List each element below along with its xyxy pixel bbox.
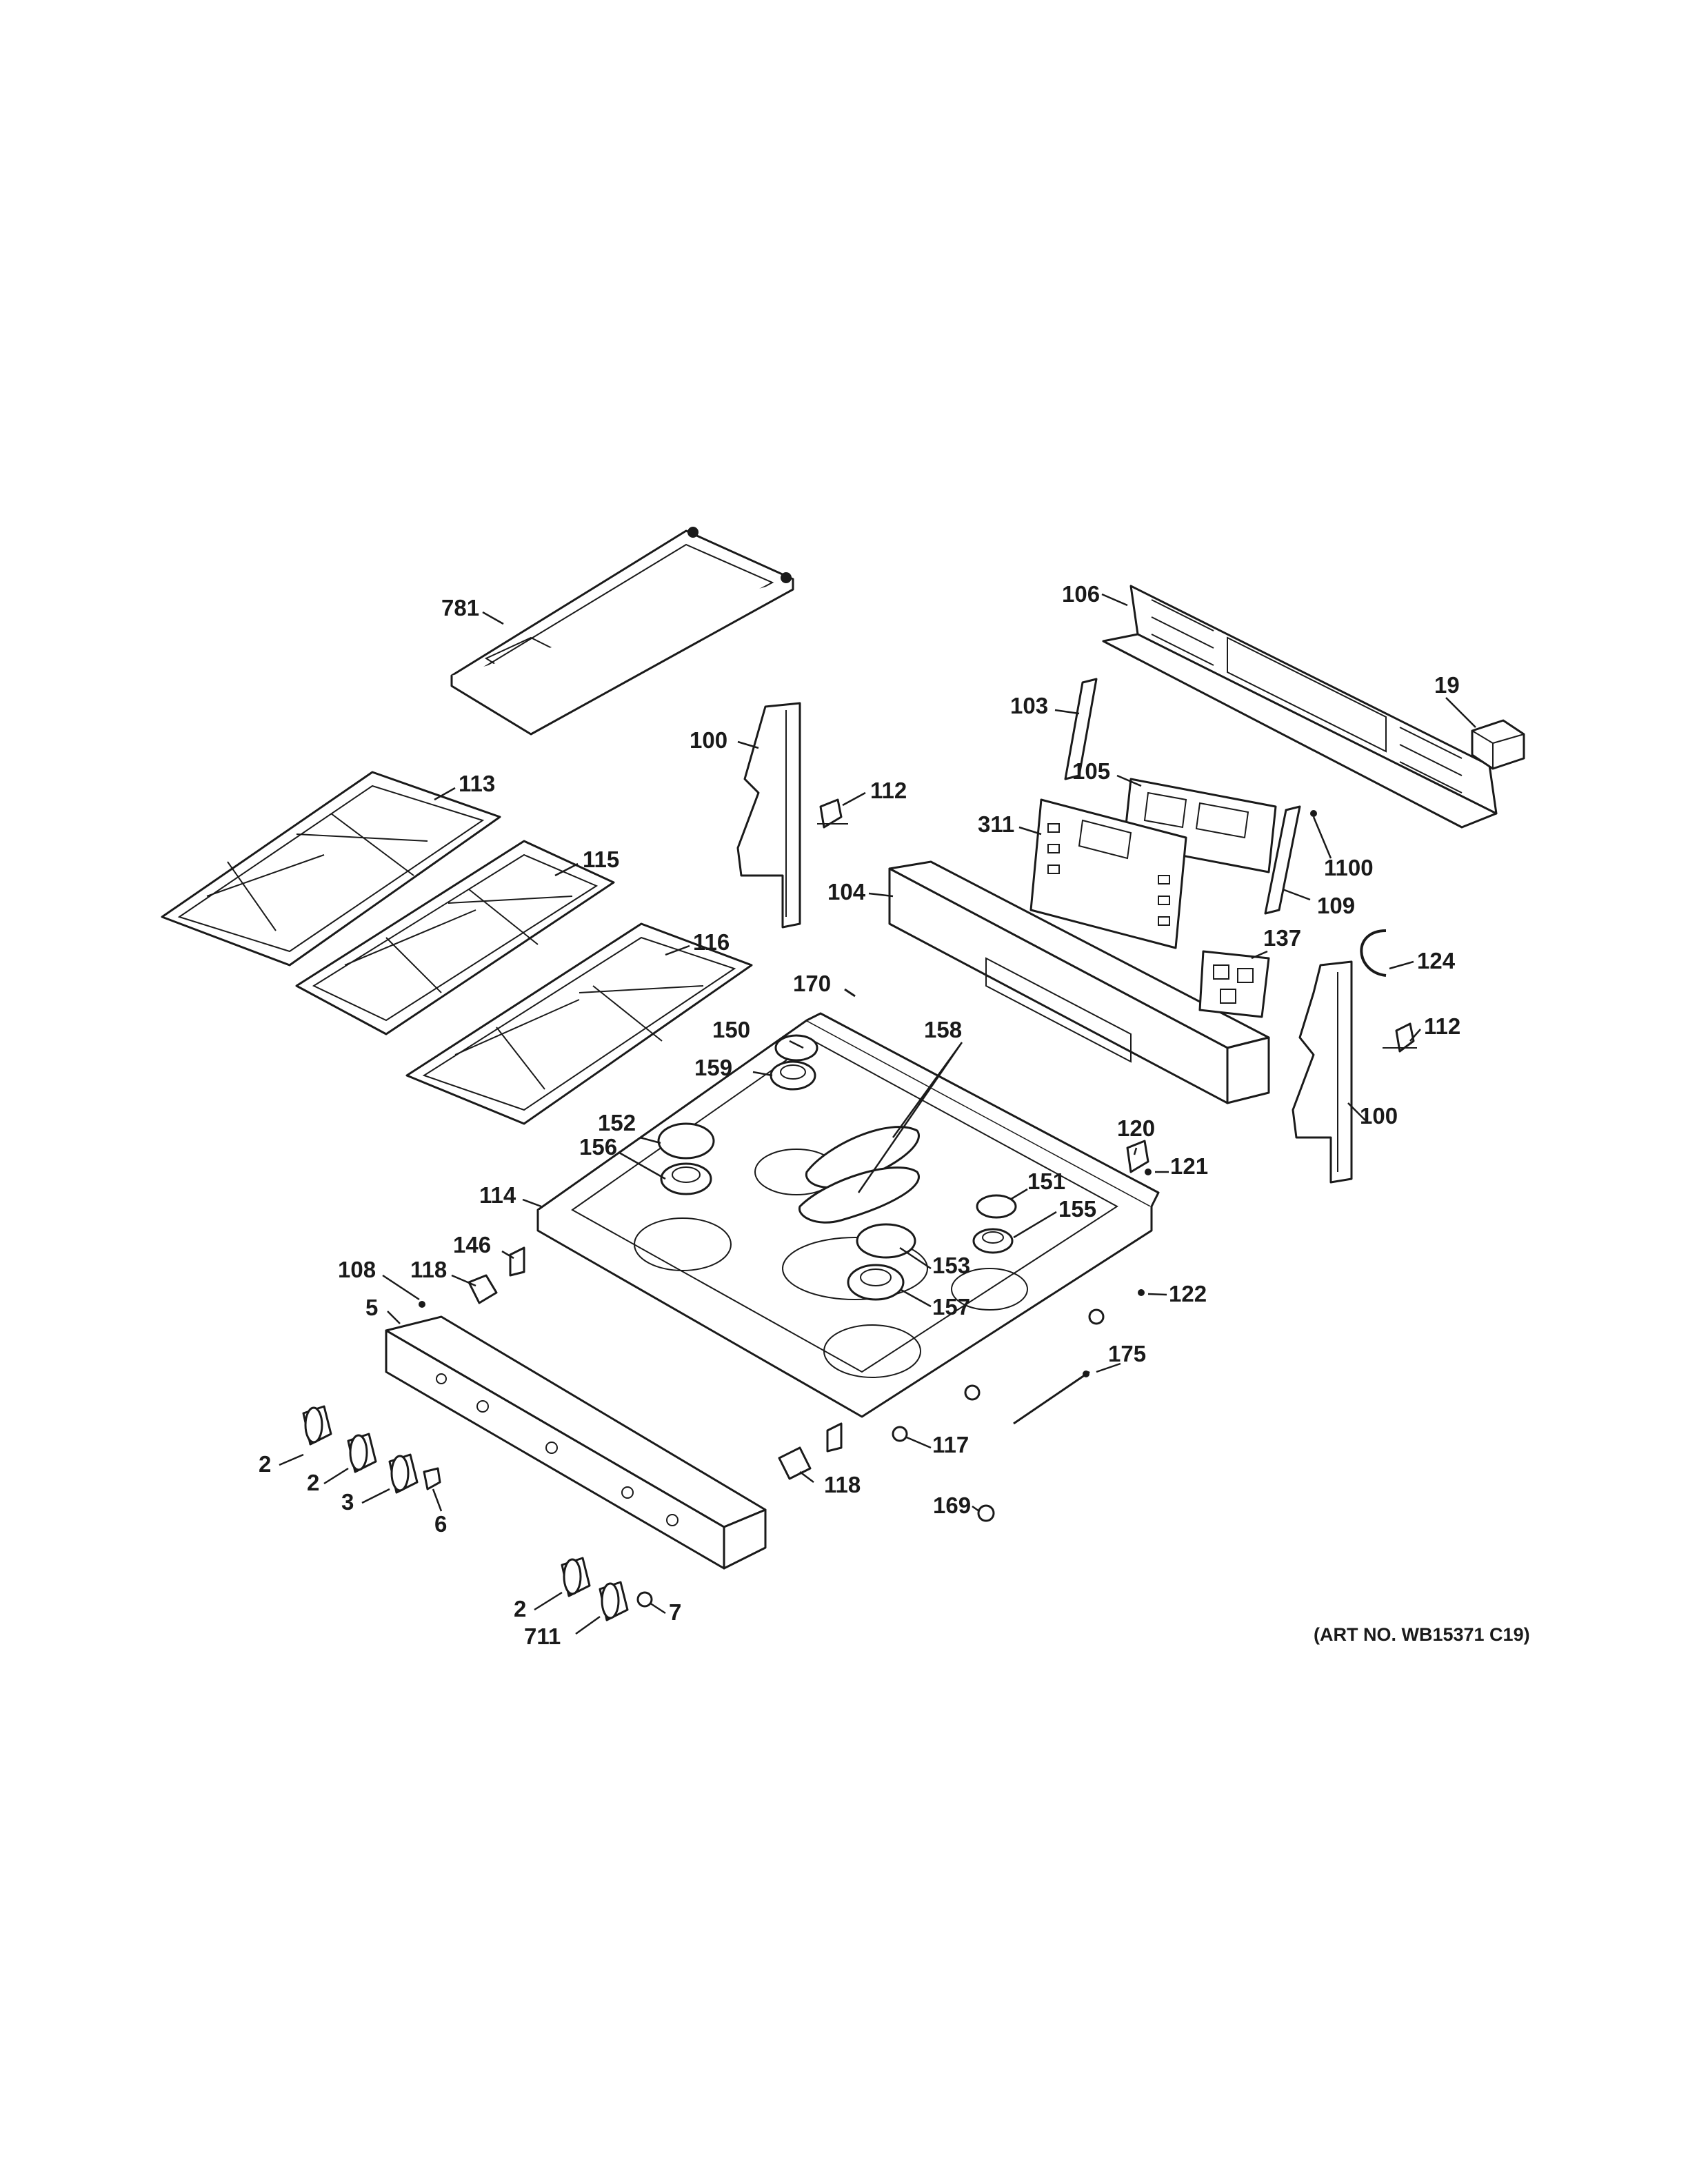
callout-124: 124 <box>1417 948 1456 973</box>
foot-117 <box>892 1308 1105 1442</box>
burner-head-159 <box>770 1060 816 1091</box>
clip-112-upper <box>817 798 848 829</box>
callout-19: 19 <box>1434 672 1460 698</box>
callout-113: 113 <box>459 771 495 796</box>
callout-120: 120 <box>1117 1115 1155 1141</box>
callout-106: 106 <box>1062 581 1100 607</box>
control-panel <box>888 860 1270 1104</box>
part-19 <box>1471 719 1525 770</box>
callout-100-right: 100 <box>1360 1103 1398 1129</box>
keypad <box>1029 798 1187 949</box>
callout-103: 103 <box>1010 693 1048 718</box>
knob-711 <box>599 1581 629 1621</box>
callout-116: 116 <box>693 929 730 955</box>
rod-175 <box>1013 1371 1090 1425</box>
pin-108 <box>419 1301 425 1308</box>
callout-170: 170 <box>793 971 831 996</box>
callout-5: 5 <box>365 1295 378 1320</box>
burner-cap-150 <box>774 1034 818 1062</box>
callout-1100: 1100 <box>1324 855 1374 880</box>
griddle <box>450 527 794 736</box>
manifold-panel <box>385 1315 767 1570</box>
callout-781: 781 <box>441 595 479 620</box>
screw-122 <box>1138 1289 1145 1296</box>
callout-112-upper: 112 <box>870 778 907 803</box>
knob-2-b <box>347 1433 377 1473</box>
callout-114: 114 <box>479 1182 516 1208</box>
grate-116 <box>405 922 753 1125</box>
callout-137: 137 <box>1263 925 1301 951</box>
side-trim-left <box>736 702 801 929</box>
knob-3 <box>388 1453 419 1494</box>
grate-113 <box>161 771 501 967</box>
callout-155: 155 <box>1058 1196 1096 1222</box>
clip-112-lower <box>1383 1022 1417 1053</box>
callout-115: 115 <box>583 847 619 872</box>
knob-2-c <box>561 1557 591 1597</box>
wire-harness <box>1360 929 1387 977</box>
screw-170 <box>844 988 856 998</box>
burner-cap-151 <box>976 1194 1017 1219</box>
part-7 <box>636 1591 653 1608</box>
callout-122: 122 <box>1169 1281 1207 1306</box>
callout-159: 159 <box>694 1055 732 1080</box>
side-trim-right <box>1292 960 1353 1184</box>
callout-118-left: 118 <box>410 1257 447 1282</box>
callout-150: 150 <box>712 1017 750 1042</box>
callout-7: 7 <box>669 1599 681 1625</box>
callout-labels: 781 106 19 103 105 100 113 112 311 1100 … <box>259 581 1530 1649</box>
callout-169: 169 <box>933 1493 971 1518</box>
callout-146: 146 <box>453 1232 491 1257</box>
callout-156: 156 <box>579 1134 617 1160</box>
leader-lines <box>279 593 1476 1635</box>
callout-158: 158 <box>924 1017 962 1042</box>
callout-152: 152 <box>598 1110 636 1135</box>
callout-151: 151 <box>1027 1169 1065 1194</box>
burner-head-157 <box>847 1264 905 1301</box>
callout-157: 157 <box>932 1294 970 1320</box>
callout-121: 121 <box>1170 1153 1208 1179</box>
callout-6: 6 <box>434 1511 447 1537</box>
callout-100-left: 100 <box>690 727 727 753</box>
callout-711: 711 <box>524 1624 561 1649</box>
callout-2-b: 2 <box>307 1470 319 1495</box>
bracket-103 <box>1064 678 1098 780</box>
part-169 <box>977 1504 995 1522</box>
clip-6 <box>423 1467 441 1490</box>
bracket-109 <box>1264 805 1317 915</box>
clip-118-left <box>468 1274 498 1304</box>
callout-175: 175 <box>1108 1341 1146 1366</box>
callout-3: 3 <box>341 1489 354 1515</box>
oval-burner-158 <box>798 1126 920 1224</box>
callout-153: 153 <box>932 1253 970 1278</box>
callout-112-lower: 112 <box>1424 1013 1460 1039</box>
bracket-120 <box>1126 1140 1149 1173</box>
callout-2-c: 2 <box>514 1596 526 1621</box>
relay-board <box>1198 950 1270 1018</box>
callout-2-a: 2 <box>259 1451 271 1477</box>
callout-118-right: 118 <box>824 1472 861 1497</box>
callout-311: 311 <box>978 811 1014 837</box>
backguard-vent <box>1102 585 1498 829</box>
burner-head-155 <box>972 1228 1014 1254</box>
grate-115 <box>295 840 615 1035</box>
callout-105: 105 <box>1072 758 1110 784</box>
clip-146 <box>509 1246 525 1277</box>
knob-2-a <box>302 1405 332 1446</box>
clip-118-right <box>778 1422 843 1480</box>
callout-108: 108 <box>338 1257 376 1282</box>
burner-cap-152 <box>657 1122 715 1160</box>
callout-104: 104 <box>827 879 866 904</box>
screw-121 <box>1145 1169 1152 1175</box>
callout-109: 109 <box>1317 893 1355 918</box>
callout-117: 117 <box>932 1432 969 1457</box>
art-number: (ART NO. WB15371 C19) <box>1314 1624 1530 1645</box>
burner-head-156 <box>660 1162 712 1195</box>
